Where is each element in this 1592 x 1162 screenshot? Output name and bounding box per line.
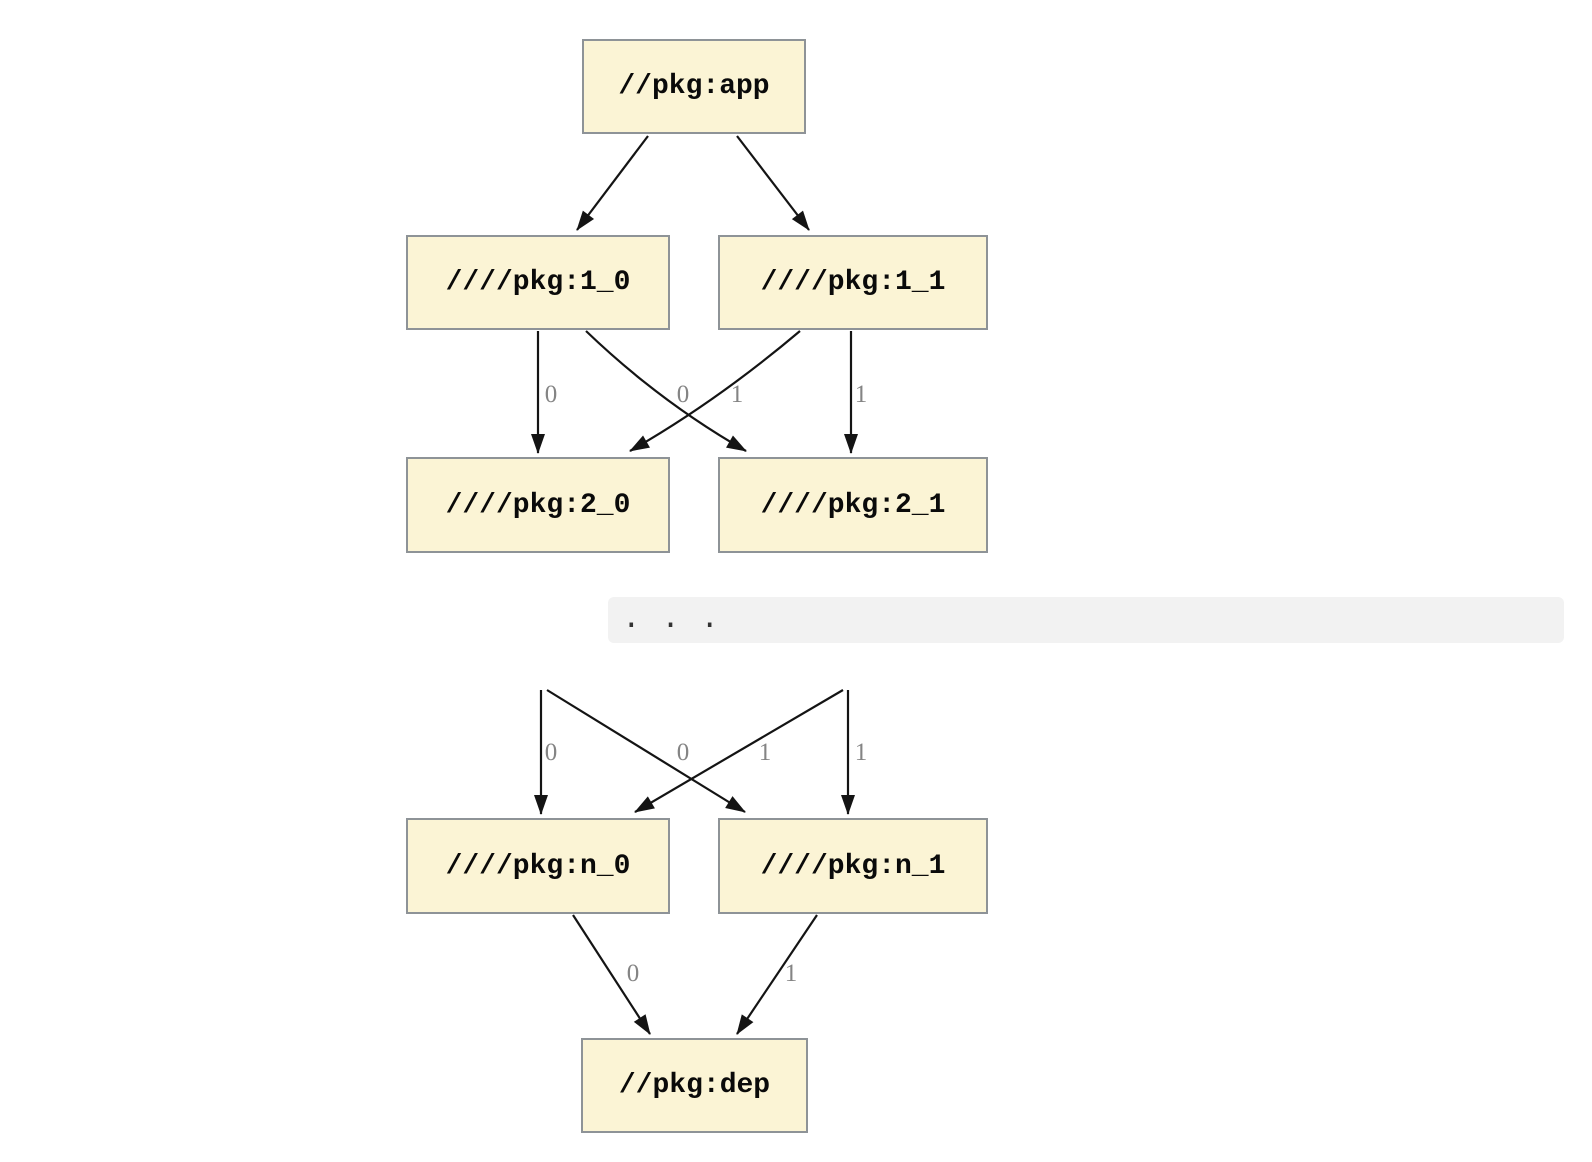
edge-prev-to-n_0-cross [634, 689, 844, 813]
node-pkg-n_0: ////pkg:n_0 [406, 818, 670, 914]
node-pkg-2_1: ////pkg:2_1 [718, 457, 988, 553]
edge-label: 1 [730, 381, 744, 408]
edge-n_1-to-dep [736, 914, 818, 1035]
edge-label: 0 [544, 381, 558, 408]
edge-label: 0 [544, 739, 558, 766]
node-pkg-dep: //pkg:dep [581, 1038, 808, 1133]
edge-label: 1 [854, 739, 868, 766]
node-label: ////pkg:1_0 [445, 267, 631, 298]
node-label: ////pkg:2_1 [760, 489, 946, 521]
node-pkg-2_0: ////pkg:2_0 [406, 457, 670, 553]
node-pkg-1_1: ////pkg:1_1 [718, 235, 988, 330]
ellipsis-band: . . . [608, 597, 1564, 643]
node-label: ////pkg:n_0 [445, 850, 631, 882]
edge-1_0-to-2_1 [585, 330, 747, 452]
edge-label: 0 [676, 739, 690, 766]
edge-label: 1 [854, 381, 868, 408]
edge-n_0-to-dep [572, 914, 651, 1035]
edge-label: 1 [784, 960, 798, 987]
edge-app-to-1_0 [576, 135, 649, 231]
edge-prev-to-n_1-cross [546, 689, 746, 813]
node-label: ////pkg:1_1 [760, 267, 946, 298]
node-pkg-n_1: ////pkg:n_1 [718, 818, 988, 914]
node-label: //pkg:dep [618, 1070, 771, 1101]
node-label: ////pkg:n_1 [760, 850, 946, 882]
edge-label: 0 [626, 960, 640, 987]
node-label: //pkg:app [618, 71, 770, 102]
node-pkg-1_0: ////pkg:1_0 [406, 235, 670, 330]
edge-app-to-1_1 [736, 135, 810, 231]
edge-label: 0 [676, 381, 690, 408]
ellipsis-text: . . . [622, 602, 721, 637]
node-label: ////pkg:2_0 [445, 489, 631, 521]
node-pkg-app: //pkg:app [582, 39, 806, 134]
edge-label: 1 [758, 739, 772, 766]
edge-1_1-to-2_0 [629, 330, 801, 452]
